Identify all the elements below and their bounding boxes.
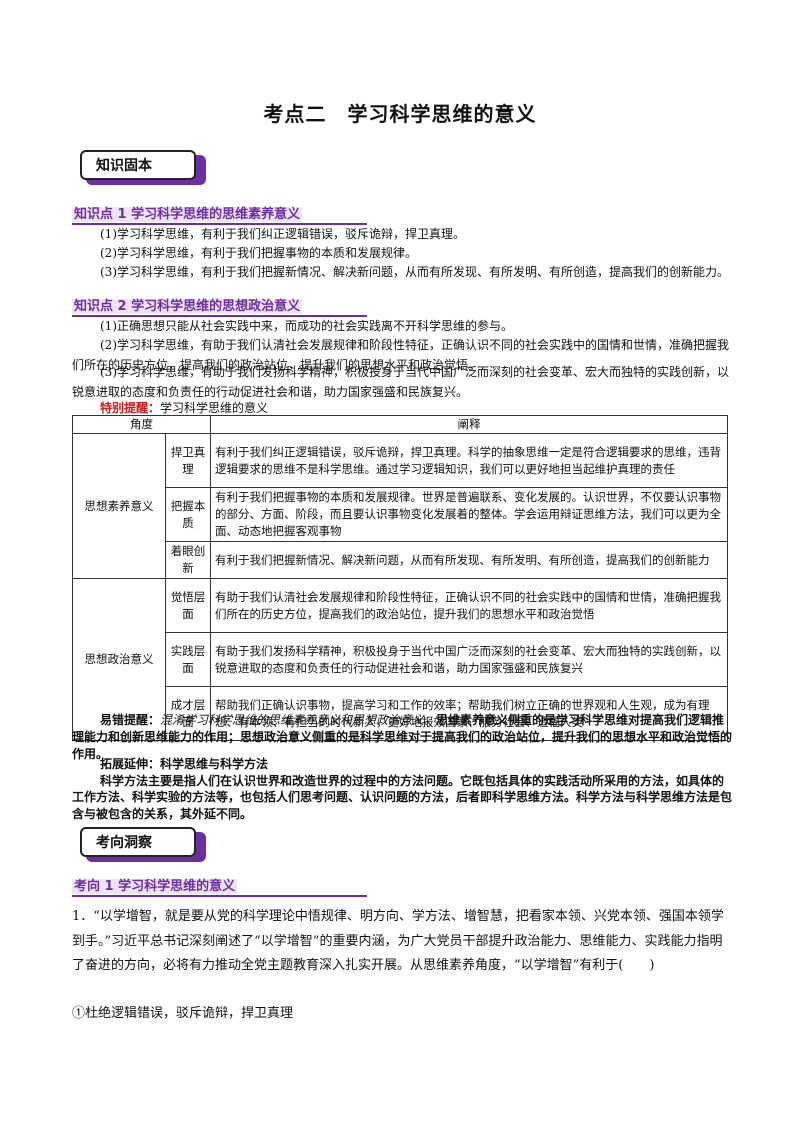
- table-sub-label: 把握本质: [165, 487, 211, 542]
- table-row: 把握本质 有利于我们把握事物的本质和发展规律。世界是普遍联系、变化发展的。认识世…: [73, 487, 728, 542]
- table-group-label: 思想素养意义: [72, 433, 166, 579]
- special-reminder: 特别提醒：学习科学思维的意义: [100, 399, 268, 416]
- section-badge-insight: 考向洞察: [80, 827, 208, 863]
- reminder-text: 学习科学思维的意义: [160, 401, 269, 415]
- table-row: 着眼创新 有利于我们把握新情况、解决新问题，从而有所发现、有所发明、有所创造，提…: [73, 541, 728, 579]
- table-sub-label: 实践层面: [165, 632, 211, 687]
- extension-heading: 拓展延伸：科学思维与科学方法: [100, 757, 269, 771]
- badge-label: 考向洞察: [80, 827, 196, 857]
- mistake-italic: 混淆学习科学思维的思维素养意义和思想政治意义。: [160, 713, 437, 727]
- table-cell: 帮助我们正确认识事物，提高学习和工作的效率；帮助我们树立正确的世界观和人生观，成…: [210, 686, 728, 741]
- heading-text: 知识点 1 学习科学思维的思维素养意义: [72, 207, 303, 222]
- kp1-item-2: (2)学习科学思维，有利于我们把握事物的本质和发展规律。: [100, 246, 418, 260]
- knowledge-point-1-heading: 知识点 1 学习科学思维的思维素养意义: [72, 205, 372, 225]
- mistake-label: 易错提醒：: [100, 713, 161, 727]
- table-cell: 有助于我们发扬科学精神，积极投身于当代中国广泛而深刻的社会变革、宏大而独特的实践…: [210, 632, 728, 687]
- knowledge-point-2-heading: 知识点 2 学习科学思维的思想政治意义: [72, 297, 372, 317]
- exam-direction-heading: 考向 1 学习科学思维的意义: [72, 877, 372, 897]
- meaning-table: 角度 阐释 思想素养意义 捍卫真理 有利于我们纠正逻辑错误，驳斥诡辩，捍卫真理。…: [72, 415, 728, 741]
- table-sub-label: 捍卫真理: [165, 433, 211, 488]
- table-row: 思想素养意义 捍卫真理 有利于我们纠正逻辑错误，驳斥诡辩，捍卫真理。科学的抽象思…: [72, 433, 728, 579]
- heading-underline: [72, 895, 367, 897]
- kp2-item-1: (1)正确思想只能从社会实践中来，而成功的社会实践离不开科学思维的参与。: [100, 319, 514, 333]
- heading-text: 知识点 2 学习科学思维的思想政治意义: [72, 299, 303, 314]
- kp2-item-3: (3)学习科学思维，有助于我们发扬科学精神，积极投身于当代中国广泛而深刻的社会变…: [72, 365, 730, 399]
- kp1-item-1: (1)学习科学思维，有利于我们纠正逻辑错误，驳斥诡辩，捍卫真理。: [100, 227, 466, 241]
- badge-label: 知识固本: [80, 150, 196, 180]
- table-cell: 有利于我们纠正逻辑错误，驳斥诡辩，捍卫真理。科学的抽象思维一定是符合逻辑要求的思…: [210, 433, 728, 488]
- mistake-reminder: 易错提醒：混淆学习科学思维的思维素养意义和思想政治意义。思维素养意义侧重的是学习…: [72, 712, 732, 763]
- mistake-bold: 思维素养意义侧重的是学习科学思维对提高我们逻辑推理能力和创新思维能力的作用；思想…: [72, 713, 733, 761]
- table-row: 成才层面 帮助我们正确认识事物，提高学习和工作的效率；帮助我们树立正确的世界观和…: [73, 686, 728, 741]
- table-sub-label: 着眼创新: [165, 541, 211, 579]
- section-badge-knowledge: 知识固本: [80, 150, 208, 186]
- table-header-explain: 阐释: [210, 415, 728, 434]
- table-group-label: 思想政治意义: [72, 578, 166, 741]
- table-row: 思想政治意义 觉悟层面 有助于我们认清社会发展规律和阶段性特征，正确认识不同的社…: [72, 578, 728, 741]
- table-header-angle: 角度: [72, 415, 211, 434]
- table-cell: 有利于我们把握新情况、解决新问题，从而有所发现、有所发明、有所创造，提高我们的创…: [210, 541, 728, 579]
- question-stem: 1．“以学增智，就是要从党的科学理论中悟规律、明方向、学方法、增智慧，把看家本领…: [72, 909, 724, 973]
- heading-underline: [72, 223, 367, 225]
- extension-block: 拓展延伸：科学思维与科学方法 科学方法主要是指人们在认识世界和改造世界的过程中的…: [72, 756, 732, 822]
- kp1-item-3: (3)学习科学思维，有利于我们把握新情况、解决新问题，从而有所发现、有所发明、有…: [100, 265, 730, 279]
- table-header-row: 角度 阐释: [72, 415, 728, 434]
- page-title: 考点二 学习科学思维的意义: [263, 102, 537, 126]
- kp2-item-2: (2)学习科学思维，有助于我们认清社会发展规律和阶段性特征，正确认识不同的社会实…: [72, 338, 730, 372]
- question-option-1: ①杜绝逻辑错误，驳斥诡辩，捍卫真理: [72, 1006, 294, 1021]
- table-row: 实践层面 有助于我们发扬科学精神，积极投身于当代中国广泛而深刻的社会变革、宏大而…: [73, 632, 728, 687]
- extension-text: 科学方法主要是指人们在认识世界和改造世界的过程中的方法问题。它既包括具体的实践活…: [72, 773, 733, 821]
- heading-underline: [72, 315, 367, 317]
- heading-text: 考向 1 学习科学思维的意义: [72, 879, 238, 894]
- reminder-label: 特别提醒：: [100, 401, 161, 415]
- table-cell: 有利于我们把握事物的本质和发展规律。世界是普遍联系、变化发展的。认识世界，不仅要…: [210, 487, 728, 542]
- table-sub-label: 觉悟层面: [165, 578, 211, 633]
- table-cell: 有助于我们认清社会发展规律和阶段性特征，正确认识不同的社会实践中的国情和世情，准…: [210, 578, 728, 633]
